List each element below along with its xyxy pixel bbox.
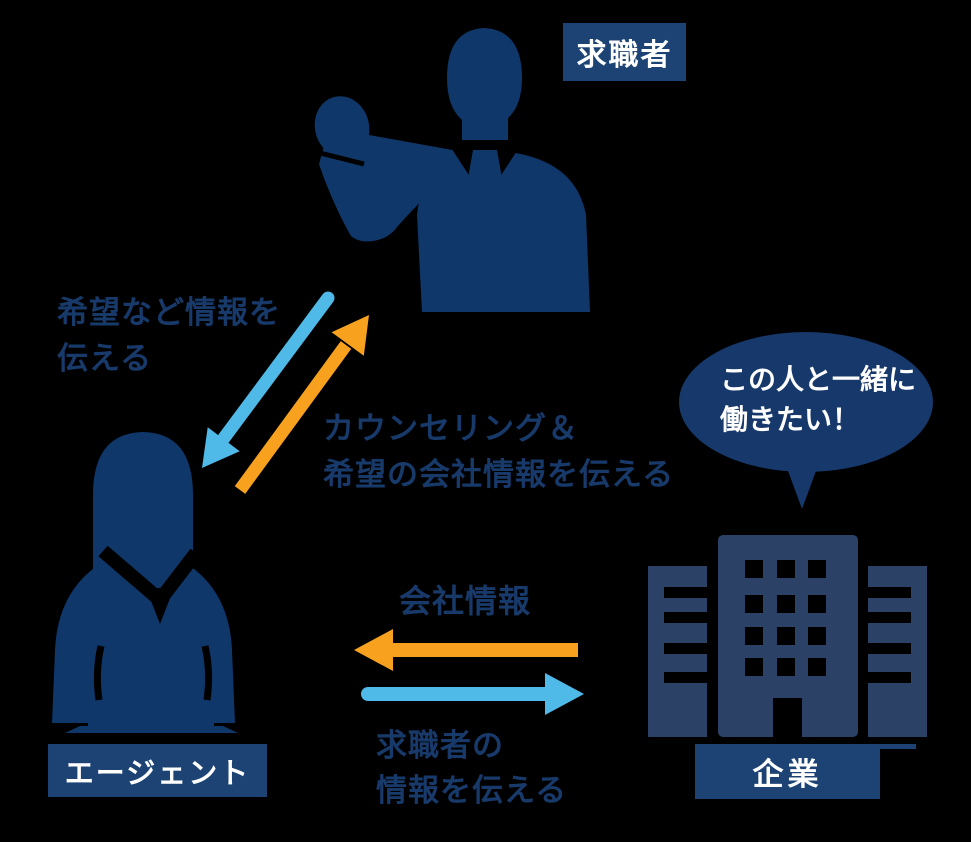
speech-bubble <box>679 332 933 509</box>
building-wing-slits <box>664 587 911 683</box>
building-ground-line <box>878 744 916 749</box>
agent-label-text: エージェント <box>64 755 251 790</box>
agent-desk-line <box>65 726 238 733</box>
building-windows <box>745 560 826 676</box>
arrow-seeker-to-agent-shaft <box>217 291 335 445</box>
company-building-icon <box>648 535 927 749</box>
job-seeker-tie <box>467 150 503 257</box>
agent-arm-gap-left <box>93 645 105 701</box>
job-seeker-neck <box>462 100 508 145</box>
agent-body-base <box>88 716 214 729</box>
arrow-company-to-agent <box>354 629 578 671</box>
edge-label-agent-to-seeker: カウンセリング＆ 希望の会社情報を伝える <box>323 406 674 498</box>
edge-label-seeker-to-agent-line1: 希望など情報を <box>57 295 281 331</box>
job-seeker-silhouette <box>311 28 590 312</box>
job-seeker-label: 求職者 <box>563 23 686 81</box>
speech-bubble-body <box>679 332 933 472</box>
speech-bubble-text: この人と一緒に 働きたい！ <box>720 360 916 440</box>
arrow-seeker-to-agent-head <box>202 427 240 468</box>
building-door <box>773 698 802 737</box>
arrow-agent-to-seeker <box>234 315 369 494</box>
arrow-agent-to-seeker-head <box>331 315 369 356</box>
edge-label-agent-to-company-line2: 情報を伝える <box>376 773 568 809</box>
arrow-company-to-agent-head <box>354 629 393 671</box>
company-label: 企業 <box>695 744 880 799</box>
company-label-text: 企業 <box>752 757 823 793</box>
job-seeker-cuff-gap <box>311 148 365 167</box>
edge-label-agent-to-company-line1: 求職者の <box>376 728 504 764</box>
speech-bubble-line1: この人と一緒に <box>720 363 917 396</box>
speech-bubble-line2: 働きたい！ <box>720 403 861 436</box>
edge-label-seeker-to-agent: 希望など情報を 伝える <box>57 290 281 382</box>
edge-label-company-to-agent: 会社情報 <box>399 578 531 624</box>
job-seeker-fist <box>314 96 370 158</box>
arrow-agent-to-company-head <box>545 673 584 715</box>
speech-bubble-tail <box>784 460 820 509</box>
agent-arm-gap-right <box>201 645 213 701</box>
arrow-agent-to-company <box>361 673 584 715</box>
edge-label-agent-to-seeker-line2: 希望の会社情報を伝える <box>323 457 675 493</box>
agent-label: エージェント <box>48 744 267 797</box>
agent-collar-inner <box>146 588 174 624</box>
job-seeker-torso <box>417 152 590 312</box>
arrow-seeker-to-agent <box>202 291 335 468</box>
arrow-agent-to-seeker-shaft <box>234 341 352 494</box>
edge-label-company-to-agent-text: 会社情報 <box>399 582 532 620</box>
edge-label-agent-to-company: 求職者の 情報を伝える <box>376 724 567 814</box>
edge-label-seeker-to-agent-line2: 伝える <box>57 341 153 377</box>
agent-silhouette <box>52 432 238 733</box>
job-seeker-label-text: 求職者 <box>576 38 673 73</box>
edge-label-agent-to-seeker-line1: カウンセリング＆ <box>323 411 579 447</box>
